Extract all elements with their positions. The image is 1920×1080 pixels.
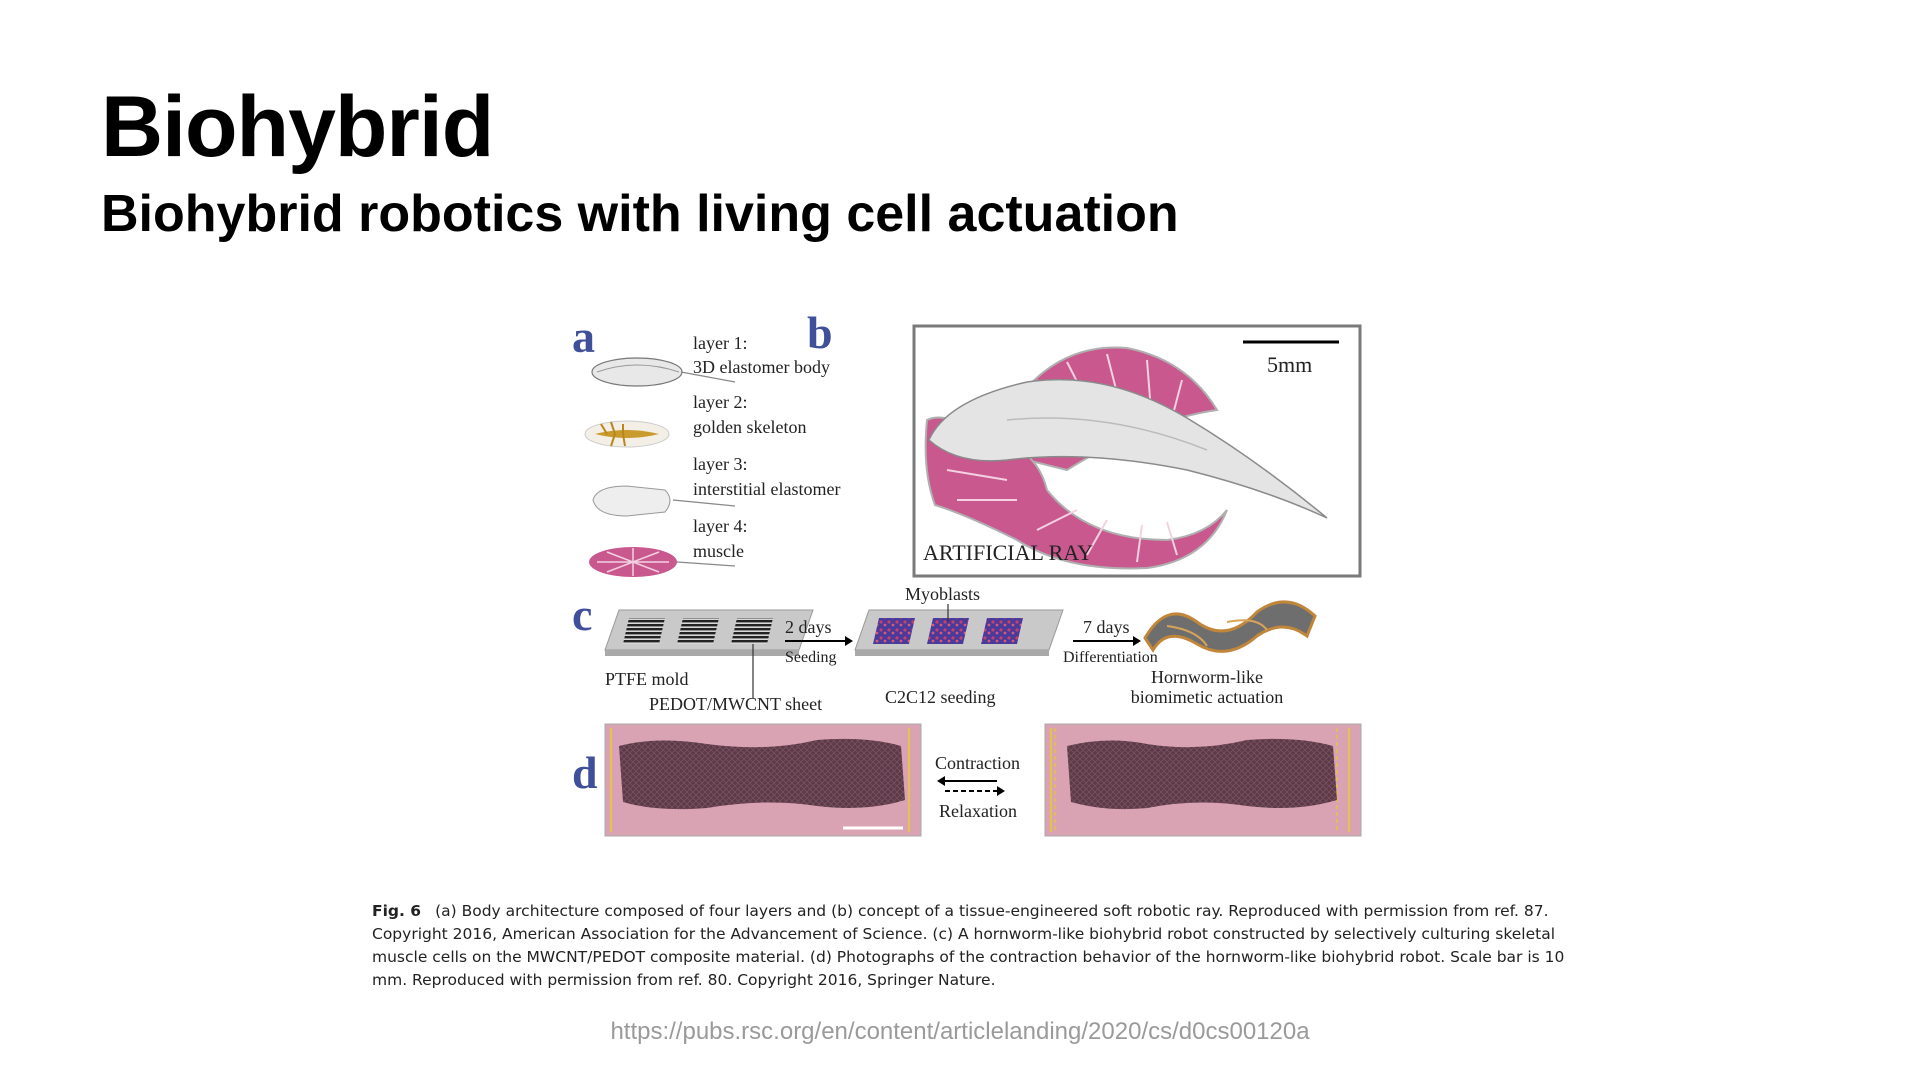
step1-bottom-label: Seeding (785, 649, 837, 666)
panel-label-d: d (572, 747, 598, 798)
ptfe-mold-diagram (604, 609, 814, 656)
panel-label-c: c (572, 589, 592, 640)
c2c12-seeding-diagram (854, 609, 1064, 656)
layer-4-illustration (589, 547, 736, 577)
layer-1-illustration (591, 357, 736, 387)
layer-2-label: layer 2: (693, 392, 747, 412)
layer-1-label: layer 1: (693, 333, 747, 353)
panel-label-b: b (807, 307, 833, 358)
figure-caption: Fig. 6(a) Body architecture composed of … (372, 900, 1582, 992)
figure: a b c d layer 1: 3D elastomer body layer… (572, 307, 1362, 837)
layer-2-desc: golden skeleton (693, 417, 806, 437)
layer-4-desc: muscle (693, 541, 744, 561)
source-url[interactable]: https://pubs.rsc.org/en/content/articlel… (610, 1018, 1310, 1045)
artificial-ray-panel: 5mm ARTIFICIAL RAY (912, 324, 1362, 578)
hornworm-label-1: Hornworm-like (1151, 667, 1263, 687)
panel-label-a: a (572, 311, 595, 362)
layer-3-desc: interstitial elastomer (693, 479, 840, 499)
photo-relaxed (604, 723, 922, 837)
myoblasts-label: Myoblasts (905, 584, 980, 604)
slide-title: Biohybrid (101, 79, 494, 175)
contraction-label: Contraction (935, 753, 1020, 773)
step2-top-label: 7 days (1083, 617, 1130, 637)
scale-label: 5mm (1267, 352, 1312, 377)
step2-bottom-label: Differentiation (1063, 649, 1158, 666)
c2c12-label: C2C12 seeding (885, 687, 996, 707)
layer-3-label: layer 3: (693, 454, 747, 474)
caption-label: Fig. 6 (372, 902, 422, 920)
layer-1-desc: 3D elastomer body (693, 357, 830, 377)
relaxation-label: Relaxation (939, 801, 1017, 821)
hornworm-actuation-illustration (1143, 600, 1317, 653)
slide-subtitle: Biohybrid robotics with living cell actu… (101, 185, 1179, 243)
pedot-sheet-label: PEDOT/MWCNT sheet (649, 694, 822, 714)
ray-label: ARTIFICIAL RAY (923, 540, 1093, 565)
ray-body (928, 378, 1328, 519)
ptfe-mold-label: PTFE mold (605, 669, 689, 689)
photo-contracted (1044, 723, 1362, 837)
layer-3-illustration (592, 485, 736, 517)
hornworm-label-2: biomimetic actuation (1131, 687, 1283, 707)
layer-2-illustration (584, 420, 670, 448)
layer-4-label: layer 4: (693, 516, 747, 536)
caption-text: (a) Body architecture composed of four l… (372, 902, 1565, 989)
step1-top-label: 2 days (785, 617, 832, 637)
